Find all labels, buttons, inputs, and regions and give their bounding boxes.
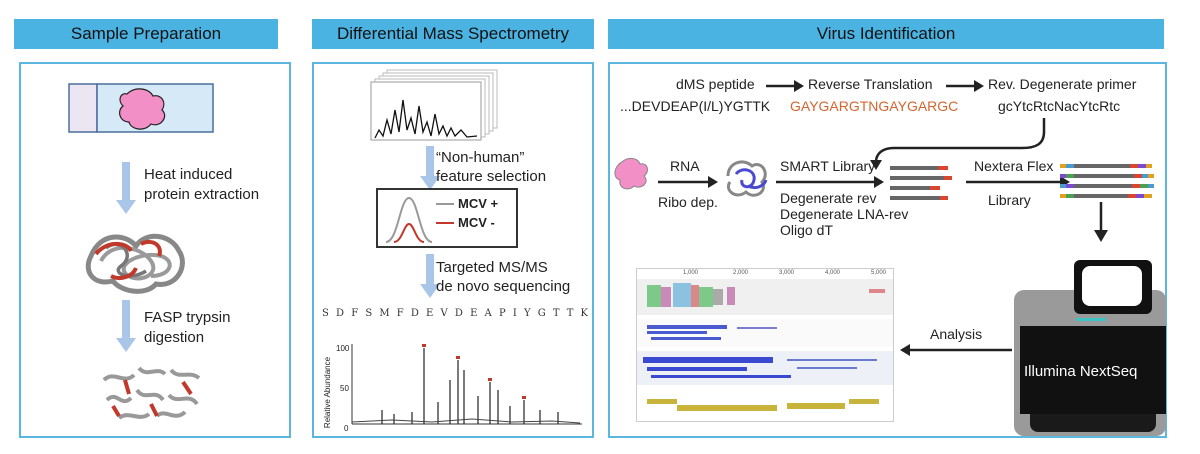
residue: T [566,308,574,319]
nextera-reads-icon [1060,164,1154,198]
virus-blob-icon [614,157,648,190]
non-human-label-1: “Non-human” [436,149,525,166]
spectrum-y-100: 100 [336,344,350,353]
library-label: Library [988,192,1031,208]
ribo-dep-label: Ribo dep. [658,194,718,210]
right-arrow-icon [946,80,984,92]
primer-oligo-dt: Oligo dT [780,222,833,238]
primer-degenerate-lna-rev: Degenerate LNA-rev [780,206,909,222]
analysis-label: Analysis [930,326,983,342]
down-arrow-icon [420,146,440,190]
primer-degenerate-rev: Degenerate rev [780,190,877,206]
rev-primer-label: Rev. Degenerate primer [988,76,1137,92]
residue: V [440,308,448,319]
targeted-msms-label-1: Targeted MS/MS [436,259,548,276]
left-arrow-icon [900,344,1012,356]
ruler-tick: 4,000 [825,270,841,276]
down-arrow-icon [116,300,136,352]
heat-extraction-label-1: Heat induced [144,166,233,183]
stacked-spectra-icon [370,69,498,141]
tissue-slide-icon [68,83,214,133]
right-arrow-icon [966,176,1070,188]
down-arrow-icon [1094,202,1108,242]
primer-connector-arrow [870,118,1046,170]
legend-mcv-negative: MCV - [458,215,495,230]
nextera-flex-label: Nextera Flex [974,158,1054,174]
rev-primer-sequence: gcYtcRtcNacYtcRtc [998,98,1121,114]
residue: E [426,308,434,319]
genome-browser-view: 1,000 2,000 3,000 4,000 5,000 [636,268,894,422]
legend-mcv-positive: MCV + [458,196,499,211]
residue: M [379,308,390,319]
fasp-label-2: digestion [144,329,205,346]
down-arrow-icon [420,254,440,298]
sequencer-body [1020,326,1166,414]
residue: F [351,308,359,319]
residue: D [336,308,345,319]
reverse-translation-label: Reverse Translation [808,76,933,92]
residue: T [552,308,560,319]
residue: A [484,308,492,319]
residue: D [410,308,419,319]
header-differential-mass-spectrometry: Differential Mass Spectrometry [312,19,594,49]
reverse-translation-sequence: GAYGARGTNGAYGARGC [790,98,959,114]
down-arrow-icon [116,162,136,214]
illumina-sequencer: Illumina NextSeq [1014,260,1166,436]
residue: Y [523,308,531,319]
sequencer-indicator [1076,318,1106,321]
residue: S [322,308,329,319]
dms-peptide-label: dMS peptide [676,76,755,92]
residue: P [498,308,506,319]
non-human-label-2: feature selection [436,168,547,185]
protein-tangle-icon [85,234,185,294]
spectrum-y-0: 0 [344,424,349,433]
spectrum-y-50: 50 [340,384,349,393]
ruler-tick: 5,000 [871,270,887,276]
rna-label: RNA [670,158,700,174]
spectrum-y-label: Relative Abundance [323,356,333,429]
smart-reads-icon [890,166,952,200]
right-arrow-icon [658,176,718,188]
legend-gray-line [436,203,454,205]
legend-red-line [436,222,454,224]
ruler-tick: 3,000 [779,270,795,276]
browser-ruler: 1,000 2,000 3,000 4,000 5,000 [637,269,893,279]
browser-tracks [637,279,893,421]
right-arrow-icon [766,80,804,92]
panel-differential-mass-spectrometry: “Non-human” feature selection MCV + MCV … [312,62,594,438]
heat-extraction-label-2: protein extraction [144,186,260,203]
ruler-tick: 2,000 [733,270,749,276]
sequencer-screen [1082,266,1142,306]
residue: K [580,308,588,319]
header-sample-preparation: Sample Preparation [14,19,278,49]
fasp-label-1: FASP trypsin [144,309,231,326]
residue: F [396,308,404,319]
residue: S [365,308,373,319]
residue: D [454,308,463,319]
peptide-fragments-icon [102,366,201,420]
sequencer-base [1030,414,1156,432]
residue: G [537,308,546,319]
targeted-msms-label-2: de novo sequencing [436,278,571,295]
mcv-peak-box: MCV + MCV - [376,188,518,248]
msms-spectrum [351,344,582,425]
dms-peptide-sequence: ...DEVDEAP(I/L)YGTTK [620,98,771,114]
residue: E [470,308,478,319]
rna-coil-icon [726,160,768,197]
sequencer-label: Illumina NextSeq [1024,363,1138,380]
peak-curve-icon [385,196,433,243]
residue: I [512,308,517,319]
peptide-sequence-row: S D F S M F D E V D E A P I Y G T T K [322,308,588,328]
panel-virus-identification: dMS peptide ...DEVDEAP(I/L)YGTTK Reverse… [608,62,1167,438]
header-virus-identification: Virus Identification [608,19,1164,49]
smart-library-label: SMART Library [780,158,876,174]
right-arrow-icon [776,176,884,188]
ruler-tick: 1,000 [683,270,699,276]
panel-sample-preparation: Heat induced protein extraction FASP try… [19,62,291,438]
